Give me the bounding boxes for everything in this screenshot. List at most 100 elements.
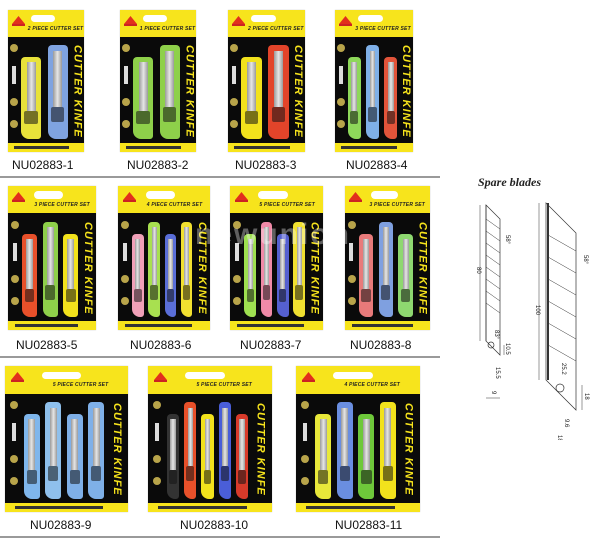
blade	[204, 419, 211, 471]
badge-icon	[347, 274, 356, 283]
card-footer	[8, 143, 84, 152]
brand-text: CUTTER KINFE	[292, 44, 305, 138]
product-code: NU02883-6	[130, 338, 192, 352]
feature-icons	[122, 44, 131, 138]
knife-group	[165, 398, 249, 499]
slider-grip	[386, 111, 395, 125]
knife-group	[243, 218, 306, 318]
set-title: 2 PIECE CUTTER SET	[27, 25, 84, 32]
badge-icon	[153, 455, 162, 464]
product-code: NU02883-11	[335, 518, 403, 532]
badge-icon	[301, 401, 310, 410]
card-footer	[5, 503, 128, 512]
blade	[170, 419, 176, 471]
brand-logo-icon	[123, 15, 137, 26]
header-pill	[333, 371, 373, 379]
cutter-knife	[184, 402, 197, 499]
card-footer	[345, 321, 430, 330]
product-card: 3 PIECE CUTTER SET CUTTER KINFE	[335, 10, 413, 152]
brand-logo-icon	[12, 192, 26, 203]
brand-logo-icon	[349, 192, 363, 203]
brand-logo-icon	[122, 192, 136, 203]
badge-icon	[120, 220, 129, 229]
badge-icon	[337, 120, 346, 129]
blade	[183, 227, 189, 285]
knife-group	[22, 398, 106, 499]
blade	[369, 50, 376, 108]
badge-icon	[337, 44, 346, 53]
cutter-knife	[235, 414, 249, 499]
cutter-knife	[20, 56, 42, 140]
cutter-knife	[42, 221, 58, 318]
knife-group	[239, 41, 291, 140]
blade	[165, 50, 175, 108]
blade-icon	[231, 66, 236, 85]
brand-text: CUTTER KINFE	[308, 221, 321, 315]
slider-grip	[65, 288, 76, 302]
badge-icon	[232, 220, 241, 229]
small-blade-dim-a: 10.5	[504, 343, 510, 355]
spare-blades-drawing: 58° 80 83° 10.5 15.5 9 58° 100 25.2 18 9…	[475, 202, 589, 440]
brand-text: CUTTER KINFE	[416, 221, 429, 315]
slider-grip	[26, 470, 38, 484]
blade	[387, 61, 394, 112]
knife-group	[313, 398, 397, 499]
knife-group	[19, 41, 71, 140]
brand-logo-icon	[231, 15, 245, 26]
blade	[341, 407, 349, 466]
brand-text: CUTTER KINFE	[195, 221, 208, 315]
blade	[26, 238, 33, 289]
feature-icons	[9, 401, 20, 497]
header-pill	[185, 371, 225, 379]
badge-icon	[122, 98, 131, 107]
slider-grip	[186, 465, 195, 482]
feature-icons	[10, 44, 19, 138]
blade	[46, 227, 54, 285]
blade-icon	[303, 423, 308, 442]
blade	[138, 61, 148, 112]
small-blade-angle: 58°	[504, 235, 510, 245]
knife-group	[131, 218, 194, 318]
brand-text: CUTTER KINFE	[82, 221, 95, 315]
blade	[351, 61, 357, 112]
row-divider	[0, 356, 440, 358]
brand-logo-icon	[234, 192, 248, 203]
slider-grip	[220, 465, 229, 482]
product-card: 2 PIECE CUTTER SET CUTTER KINFE	[8, 10, 84, 152]
cutter-knife	[358, 414, 375, 499]
slider-grip	[339, 465, 350, 482]
badge-icon	[337, 98, 346, 107]
brand-text: CUTTER KINFE	[400, 44, 413, 138]
blade	[382, 227, 390, 285]
brand-logo-icon	[154, 372, 168, 383]
blade	[49, 407, 57, 466]
blade	[362, 419, 370, 471]
brand-logo-icon	[11, 15, 25, 26]
large-blade-width: 18	[556, 435, 562, 440]
blade	[239, 419, 245, 471]
badge-icon	[230, 44, 239, 53]
blade	[151, 227, 157, 285]
cutter-knife	[22, 233, 38, 318]
spare-blades-title: Spare blades	[478, 175, 541, 189]
badge-icon	[10, 98, 19, 107]
set-title: 5 PIECE CUTTER SET	[52, 382, 109, 389]
card-header: 5 PIECE CUTTER SET	[230, 186, 323, 214]
large-blade-angle: 58°	[582, 255, 588, 265]
badge-icon	[10, 120, 19, 129]
card-header: 4 PIECE CUTTER SET	[118, 186, 210, 214]
slider-grip	[69, 470, 80, 484]
feature-icons	[120, 220, 129, 316]
brand-text: CUTTER KINFE	[71, 44, 84, 138]
card-header: 4 PIECE CUTTER SET	[296, 366, 420, 394]
header-pill	[358, 15, 384, 23]
cutter-knife	[358, 233, 374, 318]
card-header: 2 PIECE CUTTER SET	[228, 10, 305, 37]
blade	[296, 227, 302, 285]
cutter-knife	[347, 56, 361, 140]
blade-icon	[123, 66, 128, 85]
slider-grip	[361, 288, 371, 302]
card-header: 5 PIECE CUTTER SET	[148, 366, 272, 394]
small-blade-width: 9	[490, 391, 496, 395]
knife-group	[346, 41, 399, 140]
